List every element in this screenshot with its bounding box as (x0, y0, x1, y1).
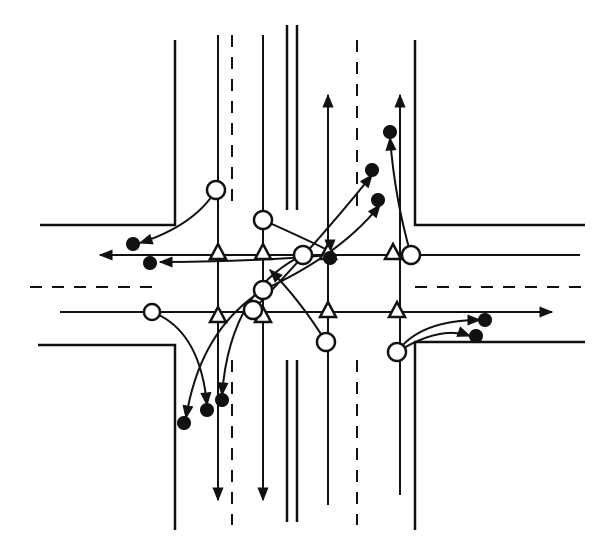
diverging-conflict-dots (126, 125, 492, 430)
turning-movements (138, 136, 482, 420)
crossing-conflict-circles (142, 179, 422, 363)
road-edges (38, 25, 585, 530)
through-movements (60, 35, 580, 505)
lane-dividers (30, 35, 585, 525)
